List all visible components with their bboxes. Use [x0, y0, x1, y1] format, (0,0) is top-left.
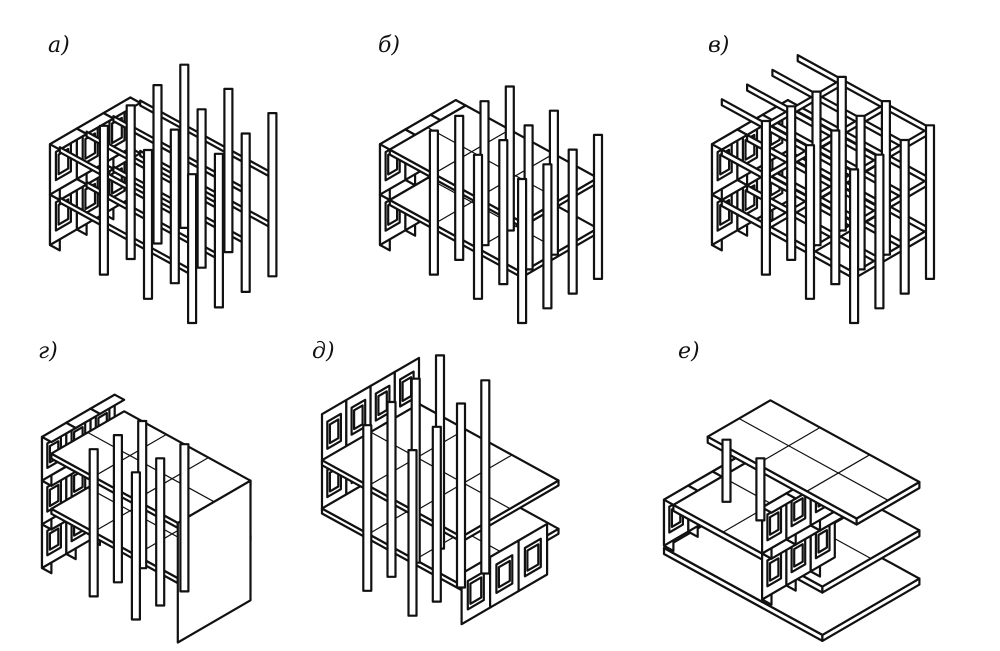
panel-v-drawing: [710, 53, 936, 325]
panel-e-label: е): [678, 339, 700, 364]
slab-joint: [738, 417, 889, 501]
panel-b-drawing: [378, 85, 604, 325]
column: [98, 124, 110, 276]
column: [721, 438, 732, 503]
window-inner: [526, 543, 540, 572]
panel-v-label: в): [708, 33, 729, 58]
column: [542, 163, 553, 310]
window-inner: [497, 559, 511, 589]
column: [267, 111, 278, 278]
column: [454, 114, 465, 261]
panel-b-label: б): [378, 33, 400, 58]
column: [213, 152, 224, 309]
column: [88, 448, 99, 598]
column: [196, 108, 207, 269]
column: [130, 471, 141, 621]
column: [187, 173, 198, 325]
window-inner: [793, 543, 804, 568]
slab-joint: [427, 177, 560, 251]
panel-g-drawing: [40, 393, 252, 644]
window-inner: [793, 497, 804, 522]
column: [899, 138, 910, 295]
window-inner: [401, 376, 413, 402]
column: [874, 153, 885, 310]
panel-d-label: д): [312, 339, 335, 364]
column: [592, 133, 604, 280]
column: [240, 132, 251, 293]
window-inner: [328, 418, 340, 445]
column: [223, 87, 234, 254]
column: [480, 379, 491, 575]
column: [786, 105, 797, 261]
column: [142, 148, 154, 300]
column: [472, 153, 484, 300]
column: [155, 457, 166, 607]
window-inner: [768, 557, 780, 582]
slab-joint: [427, 127, 560, 201]
window-inner: [469, 576, 483, 605]
window-inner: [377, 390, 388, 417]
panel-e-drawing: [662, 399, 921, 643]
column: [362, 424, 373, 592]
panel-a-label: а): [48, 33, 70, 58]
panel-d-drawing: [320, 354, 560, 626]
column: [755, 457, 766, 522]
column: [431, 425, 442, 603]
column: [830, 129, 841, 286]
window-inner: [48, 527, 60, 551]
column: [169, 128, 180, 285]
column: [567, 148, 578, 295]
window-inner: [48, 483, 60, 508]
column: [498, 139, 509, 286]
slab-joint: [87, 431, 215, 503]
column: [804, 144, 816, 300]
column: [152, 83, 163, 245]
wall-panel: [176, 479, 252, 644]
column: [125, 104, 136, 261]
window-inner: [353, 404, 364, 431]
panel-a-drawing: [48, 63, 278, 325]
column: [760, 119, 772, 276]
window-inner: [817, 528, 829, 554]
module-top: [40, 421, 77, 444]
panel-g-label: г): [38, 339, 58, 364]
window-inner: [768, 511, 780, 536]
column: [179, 443, 190, 593]
column: [428, 129, 439, 276]
column: [407, 449, 418, 617]
column: [455, 402, 467, 589]
column: [516, 177, 528, 325]
column: [924, 124, 936, 280]
column: [112, 434, 124, 584]
column: [386, 400, 397, 578]
column: [848, 168, 860, 325]
module-top: [760, 492, 797, 514]
column: [179, 63, 190, 229]
